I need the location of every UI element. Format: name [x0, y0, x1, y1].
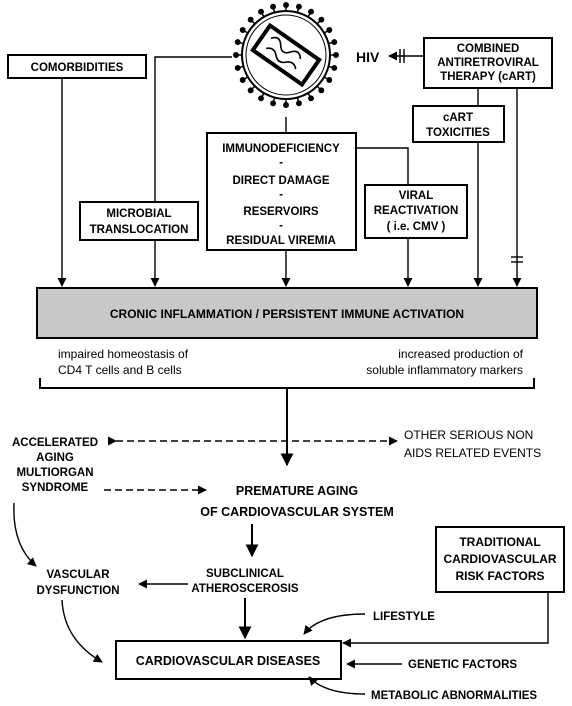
traditional-line-3: RISK FACTORS [455, 569, 544, 583]
premature-line-1: PREMATURE AGING [236, 484, 358, 498]
bracket [39, 378, 535, 389]
viral-line-1: VIRAL [399, 190, 434, 202]
lifestyle-label: LIFESTYLE [373, 611, 435, 623]
microbial-translocation-box: MICROBIAL TRANSLOCATION [79, 201, 199, 241]
markers-line-2: soluble inflammatory markers [366, 363, 523, 377]
lifestyle-text: LIFESTYLE [373, 611, 435, 623]
cart-toxicities-box: cART TOXICITIES [412, 105, 505, 143]
immunodeficiency-line-1: IMMUNODEFICIENCY [222, 143, 340, 155]
immunodeficiency-line-6: - [279, 220, 283, 232]
subclinical-line-2: ATHEROSCEROSIS [191, 583, 298, 595]
hiv-label: HIV [356, 49, 380, 65]
immunodeficiency-line-7: RESIDUAL VIREMIA [226, 235, 336, 247]
genetic-text: GENETIC FACTORS [408, 659, 517, 671]
accelerated-line-2: AGING [36, 452, 74, 464]
cart-toxicities-line-1: cART [443, 112, 473, 124]
immunodeficiency-line-5: RESERVOIRS [243, 206, 319, 218]
immunodeficiency-line-2: - [279, 157, 283, 169]
metabolic-text: METABOLIC ABNORMALITIES [371, 690, 537, 702]
hiv-text: HIV [356, 49, 380, 65]
viral-line-3: ( i.e. CMV ) [387, 221, 446, 233]
connectors-top [57, 49, 523, 287]
immunodeficiency-line-3: DIRECT DAMAGE [232, 175, 329, 187]
microbial-line-1: MICROBIAL [106, 208, 171, 220]
immunodeficiency-box: IMMUNODEFICIENCY - DIRECT DAMAGE - RESER… [206, 132, 357, 251]
accelerated-line-4: SYNDROME [22, 482, 89, 494]
cvd-label: CARDIOVASCULAR DISEASES [136, 654, 321, 668]
accelerated-line-3: MULTIORGAN [16, 467, 93, 479]
viral-line-2: REACTIVATION [374, 205, 459, 217]
subclinical-line-1: SUBCLINICAL [206, 568, 284, 580]
cart-line-2: ANTIRETROVIRAL [437, 57, 539, 69]
cvd-box: CARDIOVASCULAR DISEASES [115, 640, 342, 680]
cart-toxicities-line-2: TOXICITIES [426, 127, 490, 139]
subclinical-text: SUBCLINICAL ATHEROSCEROSIS [191, 568, 298, 595]
other-events-text: OTHER SERIOUS NON AIDS RELATED EVENTS [404, 428, 541, 460]
homeostasis-line-1: impaired homeostasis of [58, 347, 189, 361]
premature-aging-text: PREMATURE AGING OF CARDIOVASCULAR SYSTEM [200, 484, 394, 519]
vascular-dysfunction-text: VASCULAR DYSFUNCTION [36, 569, 119, 597]
comorbidities-box: COMORBIDITIES [7, 54, 147, 79]
inflammation-box: CRONIC INFLAMMATION / PERSISTENT IMMUNE … [36, 287, 538, 339]
hiv-virus-icon [233, 2, 339, 108]
immunodeficiency-line-4: - [279, 189, 283, 201]
other-events-line-2: AIDS RELATED EVENTS [404, 446, 541, 460]
cart-line-1: COMBINED [457, 43, 520, 55]
traditional-line-2: CARDIOVASCULAR [443, 552, 556, 566]
vascular-line-2: DYSFUNCTION [36, 585, 119, 597]
comorbidities-label: COMORBIDITIES [31, 62, 124, 74]
traditional-line-1: TRADITIONAL [459, 535, 540, 549]
genetic-label: GENETIC FACTORS [408, 659, 517, 671]
accelerated-aging-text: ACCELERATED AGING MULTIORGAN SYNDROME [12, 437, 98, 494]
microbial-line-2: TRANSLOCATION [90, 224, 189, 236]
viral-reactivation-box: VIRAL REACTIVATION ( i.e. CMV ) [364, 184, 468, 239]
markers-line-1: increased production of [398, 347, 523, 361]
traditional-risk-box: TRADITIONAL CARDIOVASCULAR RISK FACTORS [435, 526, 565, 593]
cart-line-3: THERAPY (cART) [440, 71, 536, 83]
homeostasis-line-2: CD4 T cells and B cells [58, 363, 182, 377]
inflammation-label: CRONIC INFLAMMATION / PERSISTENT IMMUNE … [110, 307, 464, 321]
markers-text: increased production of soluble inflamma… [366, 347, 523, 377]
accelerated-line-1: ACCELERATED [12, 437, 98, 449]
homeostasis-text: impaired homeostasis of CD4 T cells and … [58, 347, 189, 377]
vascular-line-1: VASCULAR [46, 569, 110, 581]
metabolic-label: METABOLIC ABNORMALITIES [371, 690, 537, 702]
other-events-line-1: OTHER SERIOUS NON [404, 428, 533, 442]
cart-box: COMBINED ANTIRETROVIRAL THERAPY (cART) [423, 37, 553, 89]
premature-line-2: OF CARDIOVASCULAR SYSTEM [200, 505, 394, 519]
